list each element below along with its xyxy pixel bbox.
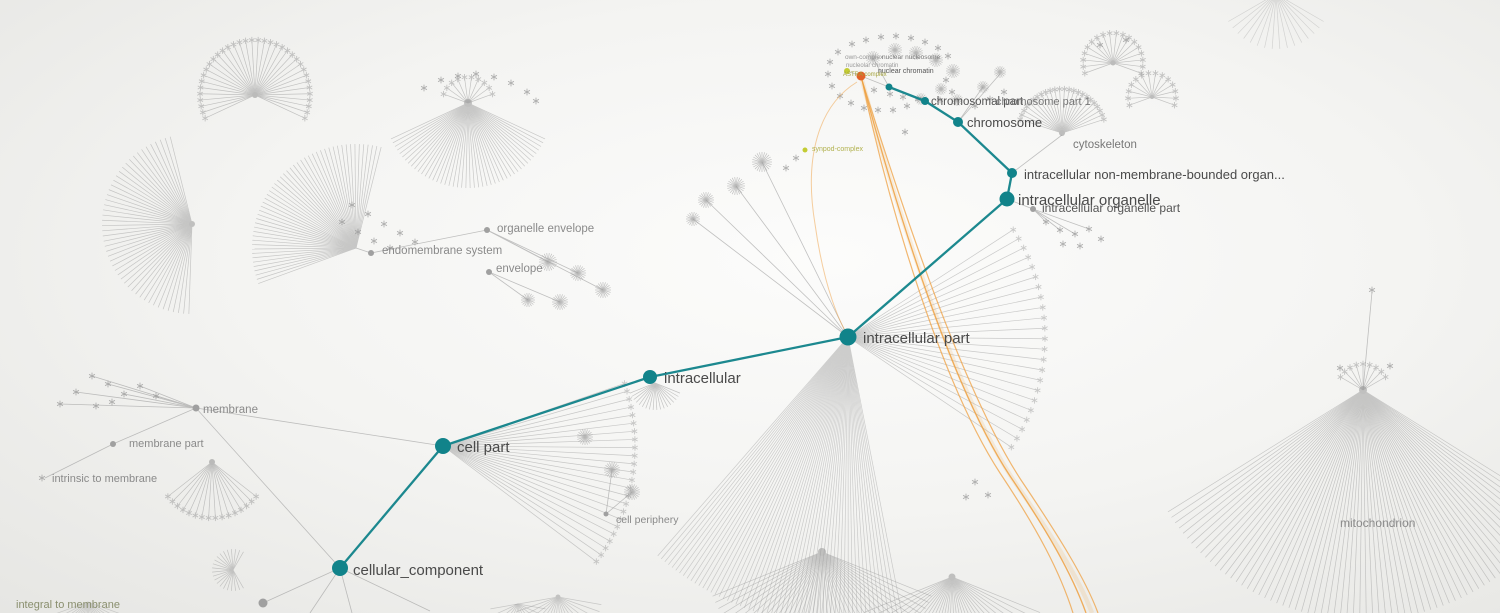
graph-node-membrane-part-dot[interactable]	[110, 441, 116, 447]
fan-cluster	[1125, 70, 1179, 109]
fan-cluster	[863, 573, 1041, 613]
graph-node-intracellular-nmb-organelle[interactable]	[1007, 168, 1017, 178]
rosette-cluster	[552, 294, 568, 310]
rosette-cluster	[946, 64, 960, 78]
rosette-cluster	[595, 282, 611, 298]
graph-node-chromosome[interactable]	[953, 117, 963, 127]
graph-node-organelle-envelope-dot[interactable]	[484, 227, 490, 233]
graph-label-intracellular-part[interactable]: intracellular part	[863, 330, 971, 347]
graph-node-cluster-hub[interactable]	[885, 83, 893, 91]
graph-node-organelle-part-hub[interactable]	[1030, 206, 1036, 212]
highlight-edge-orange	[859, 79, 1095, 613]
highlight-edge-orange	[861, 79, 1074, 613]
graph-label-chromosome-part-2[interactable]: chromosome part 1	[996, 96, 1091, 108]
graph-label-cellular-component[interactable]: cellular_component	[353, 562, 484, 579]
rosette-cluster	[929, 53, 943, 67]
rosette-cluster	[994, 66, 1006, 78]
graph-label-intracellular-organelle[interactable]: intracellular organelle	[1018, 192, 1161, 209]
star-markers	[38, 32, 1394, 501]
fan-cluster	[390, 99, 546, 188]
rosette-cluster	[698, 192, 714, 208]
gray-edges	[44, 57, 1373, 613]
fan-cluster	[712, 548, 932, 613]
graph-node-membrane-dot[interactable]	[192, 404, 200, 412]
graph-label-chromosomal-part[interactable]: chromosomal part	[931, 96, 1024, 108]
graph-label-endomembrane-system[interactable]: endomembrane system	[382, 245, 502, 257]
fan-cluster	[1167, 386, 1500, 613]
graph-label-integral-to-membrane[interactable]: integral to membrane	[16, 599, 120, 611]
graph-label-intrinsic-to-membrane[interactable]: intrinsic to membrane	[52, 473, 157, 485]
graph-label-membrane-part[interactable]: membrane part	[129, 438, 204, 450]
highlight-edge-orange	[861, 79, 1087, 613]
fan-cluster	[102, 136, 195, 314]
graph-node-astra-node[interactable]	[844, 68, 850, 74]
graph-node-cell-part[interactable]	[435, 438, 451, 454]
fan-cluster	[657, 336, 903, 613]
graph-node-cell-periphery-dot[interactable]	[603, 511, 609, 517]
graph-label-nuclear-nucleosome[interactable]: nuclear nucleosome	[882, 54, 941, 61]
fan-cluster	[440, 74, 496, 104]
graph-label-nucleolar-chromatin[interactable]: nucleolar chromatin	[846, 63, 898, 69]
graph-node-chromosomal-part[interactable]	[921, 97, 929, 105]
graph-node-bottom-left-dot[interactable]	[258, 598, 268, 608]
graph-node-cellular-component[interactable]	[332, 560, 348, 576]
graph-label-organelle-envelope[interactable]: organelle envelope	[497, 223, 594, 235]
graph-label-membrane[interactable]: membrane	[203, 404, 258, 416]
highlight-edge-orange	[810, 81, 858, 338]
rosette-cluster	[577, 429, 593, 445]
fan-cluster	[164, 459, 260, 522]
highlight-edge-orange	[861, 79, 1099, 613]
graph-node-synpod-node[interactable]	[802, 147, 808, 153]
graph-node-nuclear-chromatin-node[interactable]	[856, 71, 866, 81]
graph-node-intracellular-organelle[interactable]	[999, 191, 1015, 207]
graph-label-nuclear-chromatin[interactable]: nuclear chromatin	[878, 68, 934, 75]
graph-node-envelope-dot[interactable]	[486, 269, 492, 275]
fan-cluster	[252, 144, 382, 284]
graph-label-synpod-complex[interactable]: synpod-complex	[812, 146, 863, 153]
graph-label-chromosome[interactable]: chromosome	[967, 115, 1042, 130]
fan-cluster	[56, 601, 120, 613]
fan-cluster	[1228, 0, 1324, 49]
graph-label-cell-periphery[interactable]: cell periphery	[616, 514, 679, 526]
graph-label-intracellular[interactable]: intracellular	[664, 370, 741, 387]
graph-label-own-complex[interactable]: own-complex	[845, 54, 884, 61]
graph-label-envelope[interactable]: envelope	[496, 263, 543, 275]
graph-label-cell-part[interactable]: cell part	[457, 439, 510, 456]
graph-label-intracellular-organelle-part[interactable]: intracellular organelle part	[1042, 201, 1181, 215]
fan-cluster	[1017, 85, 1107, 136]
fan-cluster	[212, 549, 244, 591]
rosette-cluster	[888, 43, 902, 57]
graph-label-cytoskeleton[interactable]: cytoskeleton	[1073, 139, 1137, 151]
graph-label-mitochondrion[interactable]: mitochondrion	[1340, 516, 1415, 530]
graph-node-intracellular-part[interactable]	[839, 328, 857, 346]
rosette-cluster	[604, 462, 620, 478]
fan-cluster	[1080, 29, 1146, 77]
rosette-cluster	[951, 94, 963, 106]
fan-cluster	[1337, 360, 1389, 391]
graph-node-endomembrane-dot[interactable]	[368, 250, 374, 256]
graph-node-intracellular[interactable]	[643, 370, 657, 384]
rosette-cluster	[909, 46, 923, 60]
fan-cluster	[629, 382, 681, 410]
fan-cluster	[197, 36, 313, 122]
graph-label-intracellular-nmb-organelle[interactable]: intracellular non-membrane-bounded organ…	[1024, 167, 1285, 182]
fan-cluster	[514, 594, 602, 613]
rosette-cluster	[935, 83, 947, 95]
graph-label-astra-complex[interactable]: ASTRA complex	[843, 72, 887, 78]
